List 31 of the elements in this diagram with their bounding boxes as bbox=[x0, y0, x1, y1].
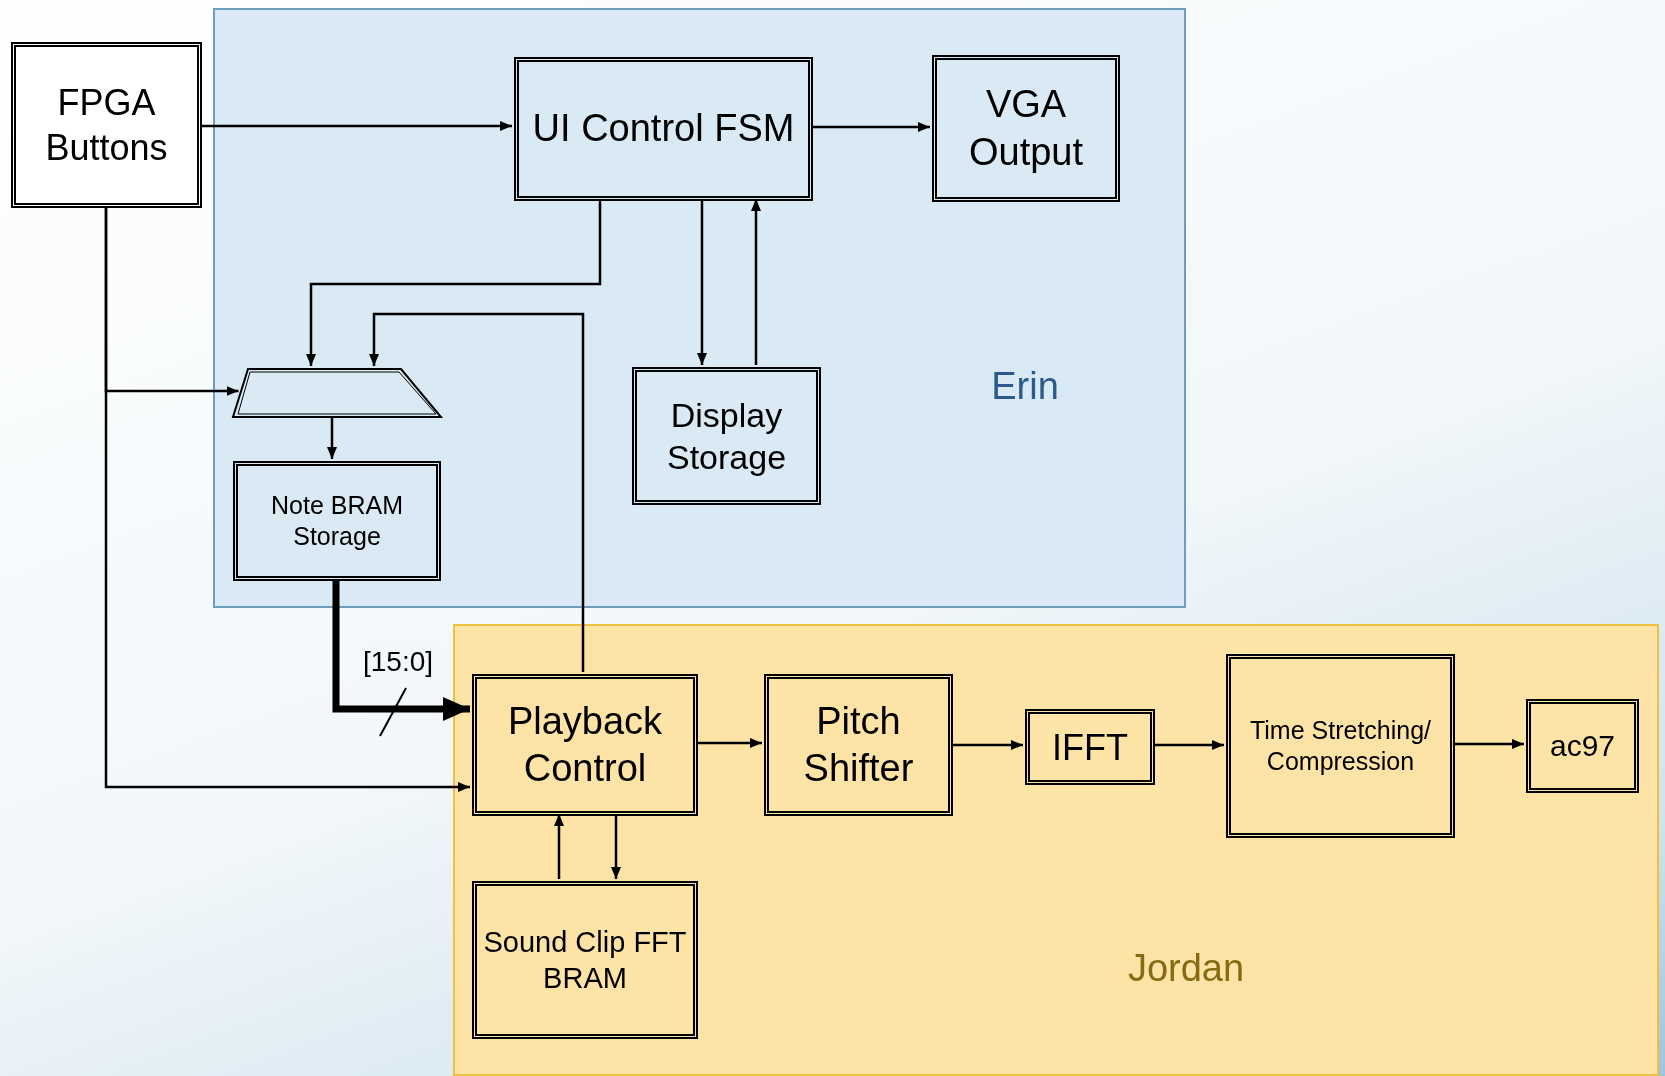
arrow bbox=[611, 814, 621, 879]
block-box: Sound Clip FFT BRAM bbox=[472, 881, 698, 1039]
block-box: IFFT bbox=[1025, 709, 1155, 785]
block-box: FPGA Buttons bbox=[11, 42, 202, 208]
bus-arrow bbox=[332, 579, 470, 721]
region-label: Erin bbox=[991, 364, 1059, 408]
arrow bbox=[1453, 739, 1524, 749]
arrow bbox=[696, 738, 762, 748]
multiplexer-trapezoid bbox=[233, 368, 441, 418]
arrow bbox=[104, 208, 470, 792]
region-label: Jordan bbox=[1127, 946, 1245, 990]
block-box: Pitch Shifter bbox=[764, 674, 953, 816]
arrow bbox=[327, 416, 337, 459]
block-box: Display Storage bbox=[632, 367, 821, 505]
arrow bbox=[202, 121, 512, 131]
block-box: VGA Output bbox=[932, 55, 1120, 202]
arrow bbox=[811, 122, 930, 132]
arrow bbox=[751, 199, 761, 365]
block-box: Playback Control bbox=[472, 674, 698, 816]
team-region bbox=[453, 624, 1659, 1076]
block-box: ac97 bbox=[1526, 699, 1639, 793]
block-box: Note BRAM Storage bbox=[233, 461, 441, 581]
arrow bbox=[306, 199, 602, 366]
arrow bbox=[1153, 740, 1224, 750]
arrow bbox=[554, 814, 564, 879]
team-region bbox=[213, 8, 1186, 608]
arrow bbox=[951, 740, 1023, 750]
block-box: UI Control FSM bbox=[514, 57, 813, 201]
arrow bbox=[369, 312, 585, 672]
block-box: Time Stretching/ Compression bbox=[1226, 654, 1455, 838]
arrow bbox=[697, 199, 707, 365]
